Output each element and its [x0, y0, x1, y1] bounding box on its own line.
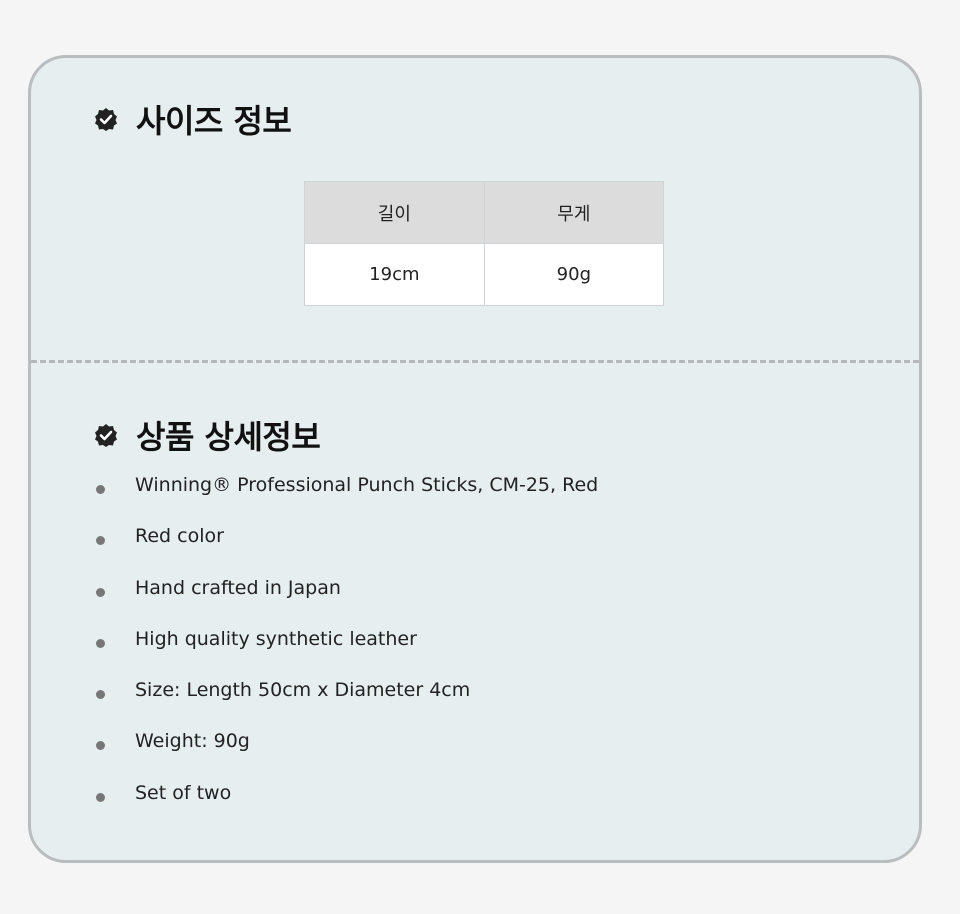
list-item: Red color — [96, 525, 598, 578]
bullet-icon — [96, 741, 105, 751]
list-item-text: Red color — [135, 525, 224, 548]
section-divider — [31, 360, 919, 363]
bullet-icon — [96, 690, 105, 700]
size-info-title: 사이즈 정보 — [136, 102, 292, 140]
size-table-header-weight: 무게 — [483, 181, 665, 244]
bullet-icon — [96, 536, 105, 546]
list-item-text: Weight: 90g — [135, 730, 250, 753]
list-item-text: Set of two — [135, 781, 232, 804]
product-details-title: 상품 상세정보 — [136, 418, 321, 456]
list-item-text: Size: Length 50cm x Diameter 4cm — [135, 679, 471, 702]
list-item: Set of two — [96, 782, 598, 835]
list-item-text: High quality synthetic leather — [135, 627, 417, 650]
bullet-icon — [96, 792, 105, 802]
product-details-list: Winning® Professional Punch Sticks, CM-2… — [96, 474, 598, 835]
size-info-heading: 사이즈 정보 — [94, 96, 292, 142]
list-item: High quality synthetic leather — [96, 628, 598, 681]
list-item: Hand crafted in Japan — [96, 577, 598, 630]
list-item-text: Winning® Professional Punch Sticks, CM-2… — [135, 474, 599, 496]
size-table-cell-length: 19cm — [304, 243, 485, 306]
list-item: Weight: 90g — [96, 730, 598, 783]
verified-check-icon — [94, 423, 118, 447]
size-table: 길이 무게 19cm 90g — [304, 181, 665, 306]
product-details-heading: 상품 상세정보 — [94, 412, 321, 458]
table-row: 19cm 90g — [304, 243, 665, 306]
list-item: Size: Length 50cm x Diameter 4cm — [96, 679, 598, 732]
list-item-text: Hand crafted in Japan — [135, 576, 341, 599]
product-info-card: 사이즈 정보 길이 무게 19cm 90g 상품 상세정보 W — [28, 55, 922, 863]
bullet-icon — [96, 587, 105, 597]
bullet-icon — [96, 485, 105, 494]
bullet-icon — [96, 638, 105, 648]
size-table-cell-weight: 90g — [483, 243, 665, 306]
list-item: Winning® Professional Punch Sticks, CM-2… — [96, 474, 598, 527]
verified-check-icon — [94, 107, 118, 131]
size-table-header-length: 길이 — [304, 181, 485, 244]
size-table-header-row: 길이 무게 — [304, 181, 665, 244]
